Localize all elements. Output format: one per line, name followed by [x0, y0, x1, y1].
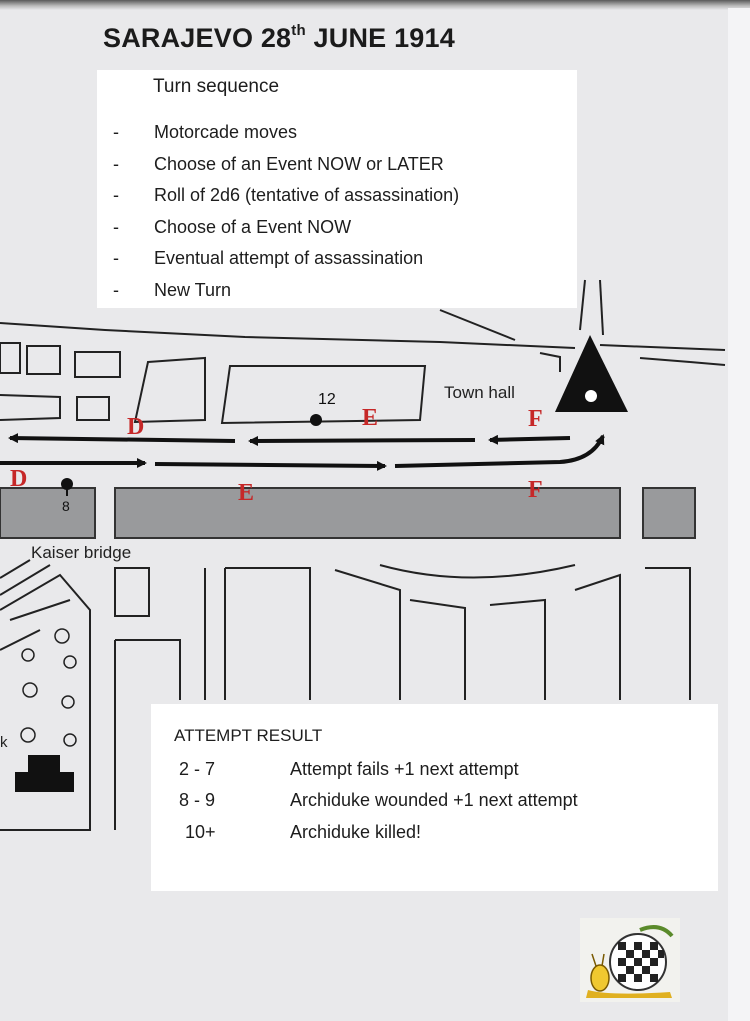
town-hall-label: Town hall	[444, 383, 515, 402]
location-number-12: 12	[318, 391, 336, 408]
attempt-result-title: ATTEMPT RESULT	[174, 726, 323, 745]
roll-outcome: Archiduke wounded +1 next attempt	[290, 790, 578, 810]
page-title: SARAJEVO 28th JUNE 1914	[103, 22, 455, 53]
event-marker-f-south: F	[528, 477, 543, 503]
turn-sequence-panel: Turn sequence -Motorcade moves -Choose o…	[97, 70, 577, 308]
snail-logo	[580, 918, 680, 1002]
quay-main	[114, 487, 621, 539]
quay-right	[642, 487, 696, 539]
event-marker-e-south: E	[238, 480, 254, 506]
window-top-shadow	[0, 0, 750, 10]
left-edge-letter: k	[0, 734, 8, 751]
roll-range: 10+	[185, 822, 216, 842]
location-12-dot	[310, 414, 322, 426]
town-hall-icon	[555, 335, 628, 412]
sarajevo-street-map: 12 8 Town hall Kaiser bridge k D E F D E…	[0, 279, 726, 831]
roll-range: 8 - 9	[179, 790, 216, 810]
page-edge-strip	[728, 8, 750, 1021]
kaiser-bridge-label: Kaiser bridge	[31, 543, 131, 562]
event-marker-d-north: D	[127, 414, 144, 440]
roll-range: 2 - 7	[179, 759, 216, 779]
turn-sequence-title: Turn sequence	[153, 76, 280, 97]
building-west	[15, 755, 74, 792]
location-number-8: 8	[62, 498, 70, 514]
quay-left	[0, 487, 96, 539]
roll-outcome: Archiduke killed!	[290, 822, 422, 842]
event-marker-d-south: D	[10, 466, 27, 492]
attempt-result-panel: ATTEMPT RESULT 2 - 7 Attempt fails +1 ne…	[151, 704, 718, 891]
event-marker-f-north: F	[528, 406, 543, 432]
event-marker-e-north: E	[362, 405, 378, 431]
roll-outcome: Attempt fails +1 next attempt	[290, 759, 519, 779]
